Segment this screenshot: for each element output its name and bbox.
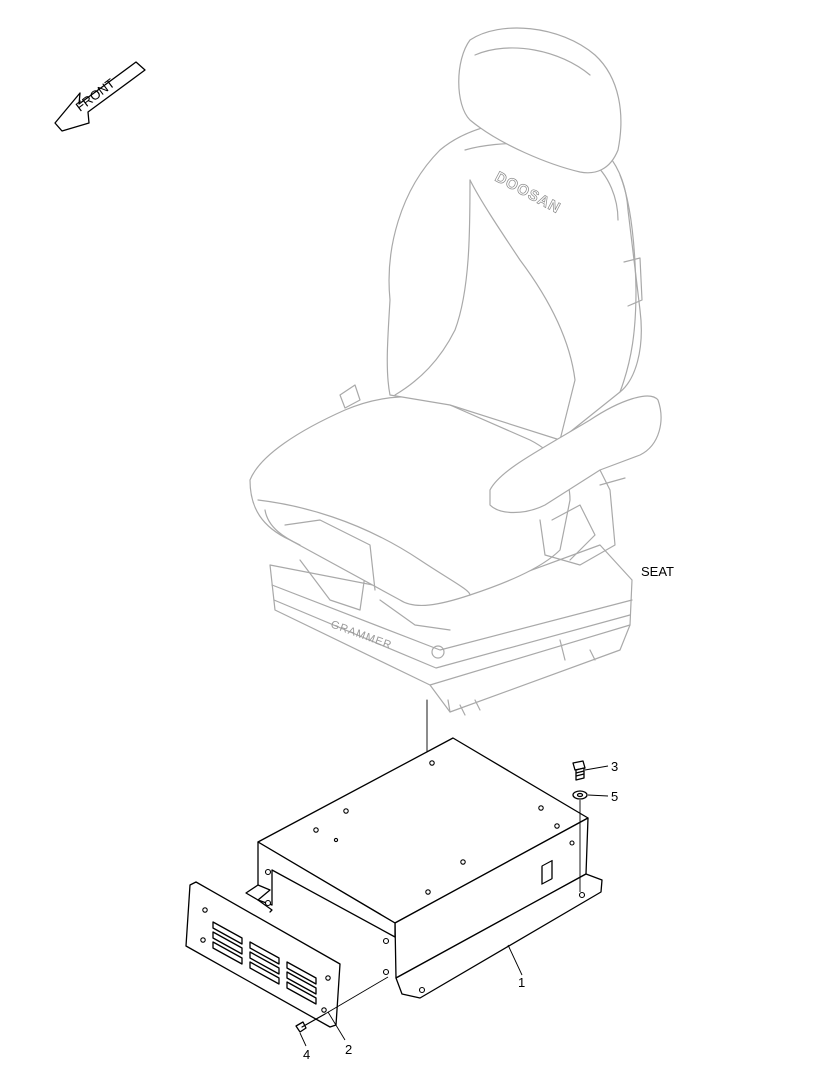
front-direction-arrow: FRONT [54, 61, 146, 132]
seat-label: SEAT [641, 564, 674, 579]
callout-number-1: 1 [518, 975, 525, 990]
washer [572, 790, 588, 800]
callout-number-4: 4 [303, 1047, 310, 1062]
callout-number-2: 2 [345, 1042, 352, 1057]
seat-bracket [245, 737, 603, 999]
vent-cover-plate [185, 881, 341, 1028]
seat-assembly: GRAMMER DOOSAN SEAT [249, 27, 674, 836]
screw [295, 976, 389, 1033]
callout-leaders [299, 765, 609, 1047]
vent-louvers [212, 921, 317, 1005]
callout-number-5: 5 [611, 789, 618, 804]
bolt [572, 760, 586, 781]
callout-number-3: 3 [611, 759, 618, 774]
